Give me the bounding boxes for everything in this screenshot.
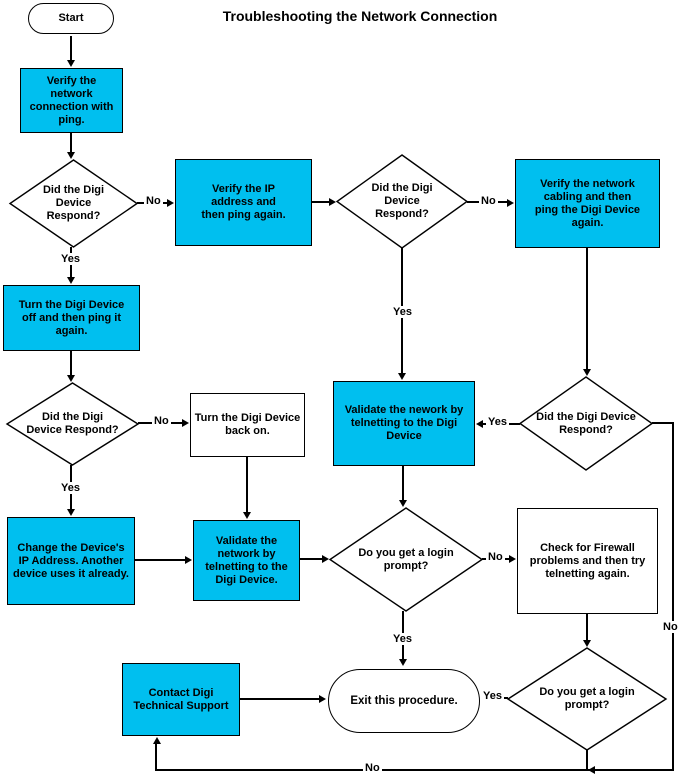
diamond-shape xyxy=(7,383,138,465)
arrowhead xyxy=(167,199,174,207)
edge-label-yes: Yes xyxy=(391,306,414,318)
arrowhead xyxy=(153,737,161,744)
terminator-start: Start xyxy=(28,3,114,34)
diamond-shape xyxy=(337,155,467,248)
page-title: Troubleshooting the Network Connection xyxy=(222,8,498,24)
process-contact-support-label: Contact Digi Technical Support xyxy=(133,686,229,712)
connector-line xyxy=(70,36,72,62)
arrowhead xyxy=(185,556,192,564)
arrowhead xyxy=(399,500,407,507)
process-turn-back-on: Turn the Digi Device back on. xyxy=(190,393,305,457)
connector-line xyxy=(652,422,674,424)
connector-line xyxy=(70,351,72,377)
process-verify-ip: Verify the IP address and then ping agai… xyxy=(175,159,312,246)
connector-line xyxy=(672,422,674,771)
process-contact-support: Contact Digi Technical Support xyxy=(122,663,240,736)
decision-label: Do you get a login prompt? xyxy=(358,546,454,572)
process-validate-telnet-1-label: Validate the nework by telnetting to the… xyxy=(344,404,464,442)
diamond-shape xyxy=(508,648,666,750)
process-check-firewall-label: Check for Firewall problems and then try… xyxy=(529,541,646,580)
arrowhead xyxy=(329,198,336,206)
decision-did-digi-respond-1: Did the Digi Device Respond? xyxy=(10,160,137,247)
edge-label-yes: Yes xyxy=(391,633,414,645)
connector-line xyxy=(155,769,674,771)
decision-label: Did the Digi Device Respond? xyxy=(536,410,636,436)
process-verify-ping-label: Verify the network connection with ping. xyxy=(29,74,114,126)
edge-label-yes: Yes xyxy=(486,416,509,428)
arrowhead xyxy=(507,199,514,207)
edge-label-no: No xyxy=(486,551,505,563)
process-validate-telnet-1: Validate the nework by telnetting to the… xyxy=(333,381,475,466)
arrowhead xyxy=(509,555,516,563)
diamond-shape xyxy=(520,377,652,470)
arrowhead xyxy=(67,60,75,67)
arrowhead xyxy=(583,369,591,376)
connector-line xyxy=(240,698,321,700)
process-turn-off: Turn the Digi Device off and then ping i… xyxy=(3,285,140,351)
arrowhead xyxy=(319,695,326,703)
edge-label-no: No xyxy=(144,195,163,207)
process-turn-back-on-label: Turn the Digi Device back on. xyxy=(194,412,301,437)
edge-label-yes: Yes xyxy=(59,482,82,494)
connector-line xyxy=(586,248,588,371)
connector-line xyxy=(135,559,187,561)
connector-line xyxy=(155,742,157,771)
edge-label-no: No xyxy=(152,415,171,427)
connector-line xyxy=(402,466,404,502)
decision-label: Did the Digi Device Respond? xyxy=(42,184,105,222)
edge-label-yes: Yes xyxy=(59,253,82,265)
process-turn-off-label: Turn the Digi Device off and then ping i… xyxy=(18,298,125,337)
arrowhead xyxy=(583,640,591,647)
process-verify-ip-label: Verify the IP address and then ping agai… xyxy=(201,183,286,221)
arrowhead xyxy=(182,419,189,427)
decision-login-prompt-2: Do you get a login prompt? xyxy=(508,648,666,750)
arrowhead xyxy=(243,512,251,519)
process-validate-telnet-2: Validate the network by telnetting to th… xyxy=(193,520,300,601)
decision-did-digi-respond-4: Did the Digi Device Respond? xyxy=(520,377,652,470)
arrowhead xyxy=(322,555,329,563)
arrowhead xyxy=(67,152,75,159)
diamond-shape xyxy=(330,508,482,611)
process-check-firewall: Check for Firewall problems and then try… xyxy=(517,508,658,614)
connector-line xyxy=(70,133,72,154)
edge-label-no: No xyxy=(479,195,498,207)
connector-line xyxy=(586,614,588,642)
arrowhead xyxy=(398,373,406,380)
edge-label-no: No xyxy=(363,762,382,774)
edge-label-no: No xyxy=(661,621,680,633)
process-verify-cabling-label: Verify the network cabling and then ping… xyxy=(534,177,641,229)
connector-line xyxy=(312,201,331,203)
decision-did-digi-respond-2: Did the Digi Device Respond? xyxy=(337,155,467,248)
decision-label: Did the Digi Device Respond? xyxy=(26,411,119,436)
decision-label: Do you get a login prompt? xyxy=(539,686,635,711)
diamond-shape xyxy=(10,160,137,247)
decision-did-digi-respond-3: Did the Digi Device Respond? xyxy=(7,383,138,465)
process-validate-telnet-2-label: Validate the network by telnetting to th… xyxy=(205,534,288,586)
connector-line xyxy=(586,750,588,771)
arrowhead xyxy=(588,766,595,774)
terminator-exit-label: Exit this procedure. xyxy=(350,694,458,707)
edge-label-yes: Yes xyxy=(481,690,504,702)
arrowhead xyxy=(67,277,75,284)
arrowhead xyxy=(476,420,483,428)
connector-line xyxy=(300,558,324,560)
decision-login-prompt-1: Do you get a login prompt? xyxy=(330,508,482,611)
process-verify-ping: Verify the network connection with ping. xyxy=(20,68,123,133)
connector-line xyxy=(246,457,248,514)
arrowhead xyxy=(67,375,75,382)
process-change-ip-label: Change the Device's IP Address. Another … xyxy=(13,541,129,580)
process-change-ip: Change the Device's IP Address. Another … xyxy=(7,517,135,605)
arrowhead xyxy=(67,509,75,516)
arrowhead xyxy=(399,659,407,666)
decision-label: Did the Digi Device Respond? xyxy=(371,182,433,220)
process-verify-cabling: Verify the network cabling and then ping… xyxy=(515,159,660,248)
terminator-start-label: Start xyxy=(58,12,84,24)
terminator-exit: Exit this procedure. xyxy=(328,669,480,733)
